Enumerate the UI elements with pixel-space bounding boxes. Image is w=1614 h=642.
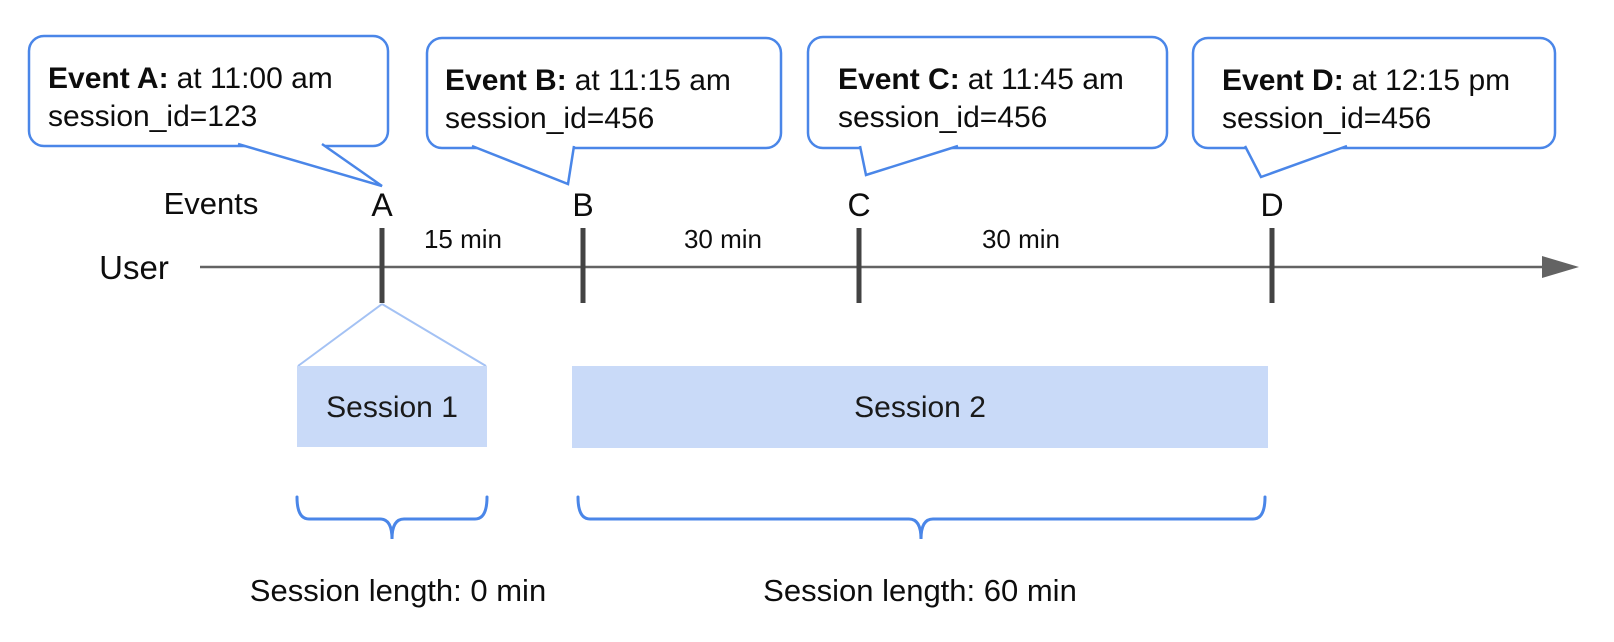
bubble-c-box [806,35,1169,150]
event-bubble-b: Event B:at 11:15 am session_id=456 [425,36,783,186]
timeline-arrowhead-icon [1542,256,1579,278]
bubble-a-box [27,34,390,148]
bubble-b-tail [471,144,576,186]
bubble-d-title: Event D: [1222,64,1344,97]
bubble-a-session-id: session_id=123 [48,100,257,133]
interval-label-c-d: 30 min [982,224,1060,254]
bubble-d-time: at 12:15 pm [1352,64,1510,97]
user-row-label: User [99,249,169,286]
bubble-b-time: at 11:15 am [575,64,731,97]
bubble-a-time: at 11:00 am [177,62,333,95]
session-1-brace [295,495,489,540]
bubble-b-line1: Event B:at 11:15 am [445,64,731,97]
session-1-bar [297,366,487,447]
bubble-d-box [1191,36,1557,150]
session-2-length-label: Session length: 60 min [763,573,1077,608]
session-2-bar [572,366,1268,448]
session-2-brace [576,495,1267,540]
session-2-label: Session 2 [854,391,986,424]
event-letter-a: A [371,187,393,223]
session-1-label: Session 1 [326,391,458,424]
session-1-length-label: Session length: 0 min [250,573,546,608]
bubble-d-session-id: session_id=456 [1222,102,1431,135]
bubble-c-session-id: session_id=456 [838,101,1047,134]
bubble-b-session-id: session_id=456 [445,102,654,135]
event-letter-c: C [847,187,870,223]
bubble-a-line1: Event A:at 11:00 am [48,62,333,95]
bubble-c-title: Event C: [838,63,960,96]
event-letter-b: B [572,187,593,223]
events-row-label: Events [164,186,259,221]
interval-label-b-c: 30 min [684,224,762,254]
bubble-c-time: at 11:45 am [968,63,1124,96]
bubble-d-line1: Event D:at 12:15 pm [1222,64,1510,97]
event-bubble-c: Event C:at 11:45 am session_id=456 [806,35,1169,177]
session1-funnel-lines [297,303,487,367]
interval-label-a-b: 15 min [424,224,502,254]
event-letter-d: D [1260,187,1283,223]
bubble-b-title: Event B: [445,64,567,97]
bubble-a-title: Event A: [48,62,169,95]
event-bubble-a: Event A:at 11:00 am session_id=123 [27,34,390,188]
event-bubble-d: Event D:at 12:15 pm session_id=456 [1191,36,1557,179]
bubble-a-tail [237,142,383,188]
bubble-c-line1: Event C:at 11:45 am [838,63,1124,96]
bubble-d-tail [1243,144,1348,179]
bubble-c-tail [858,144,959,177]
bubble-b-box [425,36,783,150]
